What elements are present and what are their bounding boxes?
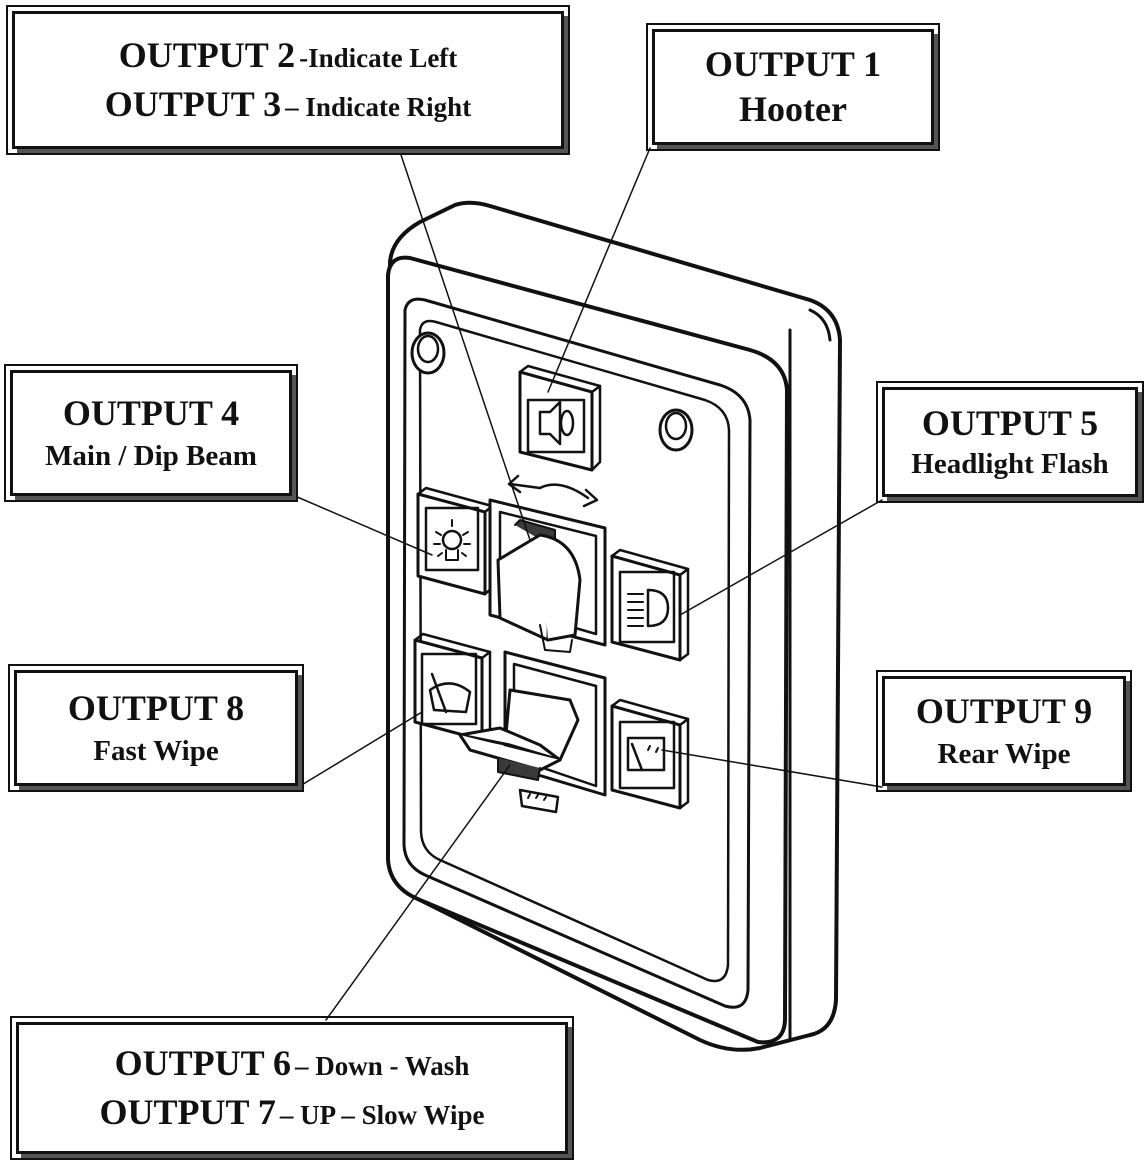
leader-out1 [547,147,651,393]
output-6-line: OUTPUT 6 – Down - Wash [115,1043,470,1084]
label-output-2-3: OUTPUT 2 -Indicate Left OUTPUT 3 – Indic… [6,5,570,155]
arrow-left-right-icon [507,474,599,508]
leader-out9 [661,749,883,788]
output-3-title: OUTPUT 3 [104,84,282,124]
leader-out4 [294,495,433,556]
leader-out8 [299,711,423,787]
rear-wipe-button[interactable] [610,698,690,810]
main-dip-beam-button[interactable] [416,486,494,596]
output-1-desc: Hooter [739,89,847,129]
screw-top-right [658,408,694,452]
output-1-title: OUTPUT 1 [704,43,882,84]
fast-wipe-icon [420,652,478,726]
rear-wipe-icon [618,720,676,790]
screw-top-left [410,331,446,375]
output-7-desc: – UP – Slow Wipe [279,1100,485,1130]
output-6-desc: – Down - Wash [295,1050,470,1081]
enclosure [386,200,842,1052]
hooter-button[interactable] [518,364,602,472]
label-output-9: OUTPUT 9 Rear Wipe [876,670,1132,792]
output-7-line: OUTPUT 7 – UP – Slow Wipe [100,1092,485,1133]
output-9-desc: Rear Wipe [937,738,1071,771]
fast-wipe-button[interactable] [413,632,492,742]
label-output-8: OUTPUT 8 Fast Wipe [8,664,304,792]
leader-out67 [325,764,511,1021]
hooter-icon [526,398,586,454]
output-6-title: OUTPUT 6 [114,1042,292,1083]
output-3-line: OUTPUT 3 – Indicate Right [105,84,471,125]
output-3-desc: – Indicate Right [285,92,472,122]
indicator-rocker-switch[interactable] [488,498,607,653]
washer-icon [518,788,560,814]
output-2-desc: -Indicate Left [299,42,458,73]
output-8-desc: Fast Wipe [93,735,219,768]
output-2-line: OUTPUT 2 -Indicate Left [119,35,458,76]
output-9-title: OUTPUT 9 [915,690,1093,731]
output-5-title: OUTPUT 5 [921,402,1099,443]
output-8-title: OUTPUT 8 [67,687,245,728]
headlight-main-dip-icon [424,506,480,572]
leader-lines [294,147,883,1021]
headlight-flash-icon [618,570,676,644]
label-output-1: OUTPUT 1 Hooter [646,23,940,151]
label-output-6-7: OUTPUT 6 – Down - Wash OUTPUT 7 – UP – S… [10,1016,574,1160]
output-5-desc: Headlight Flash [911,448,1109,481]
label-output-4: OUTPUT 4 Main / Dip Beam [4,364,298,502]
leader-out5 [679,499,883,616]
leader-out23 [399,151,531,541]
output-7-title: OUTPUT 7 [99,1092,276,1132]
wiper-rocker-switch[interactable] [458,650,607,797]
output-2-title: OUTPUT 2 [118,34,296,75]
label-output-5: OUTPUT 5 Headlight Flash [876,381,1144,503]
output-4-title: OUTPUT 4 [62,392,240,433]
output-4-desc: Main / Dip Beam [45,440,257,473]
headlight-flash-button[interactable] [610,548,690,662]
